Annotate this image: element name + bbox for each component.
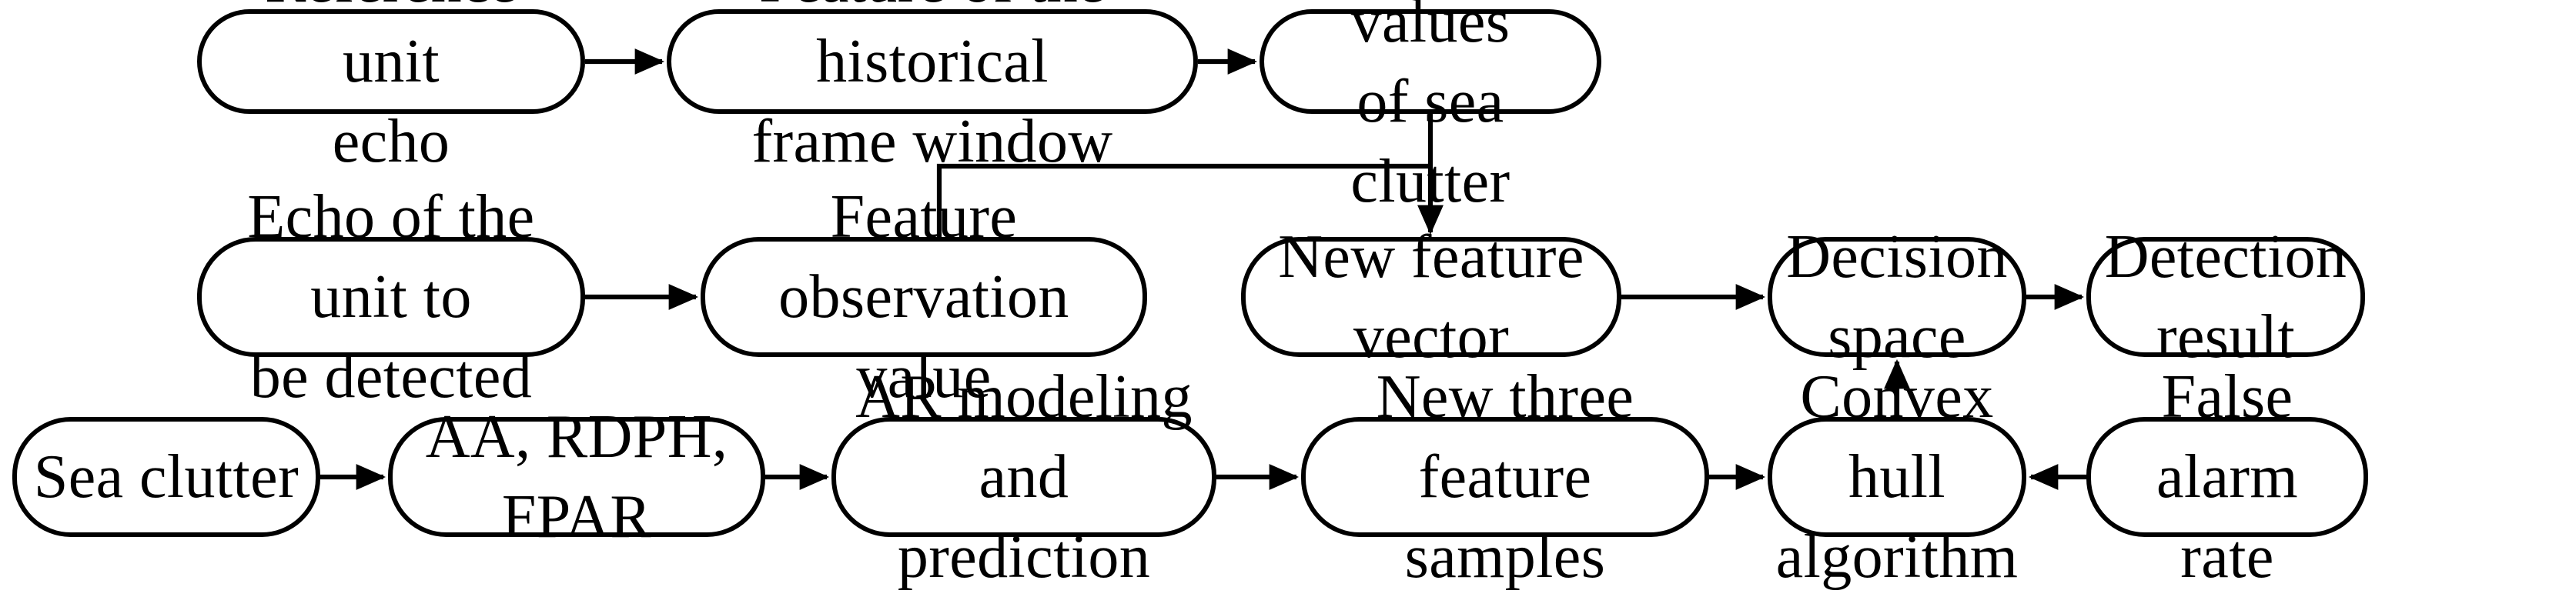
- node-feature-observation-value[interactable]: Feature observation value: [701, 182, 1147, 411]
- node-false-alarm-rate[interactable]: False alarm rate: [2086, 362, 2368, 591]
- node-label: Sea clutter: [33, 442, 299, 511]
- node-label: False alarm rate: [2156, 362, 2299, 591]
- node-convex-hull-algorithm[interactable]: Convex hull algorithm: [1768, 362, 2026, 591]
- node-aa-rdph-fpar[interactable]: AA, RDPH, FPAR: [388, 402, 765, 551]
- node-feature-historical-window[interactable]: Feature of the historical frame window: [667, 0, 1198, 175]
- node-sea-clutter[interactable]: Sea clutter: [12, 417, 320, 537]
- node-label: AA, RDPH, FPAR: [425, 402, 728, 551]
- node-decision-space[interactable]: Decision space: [1768, 222, 2026, 371]
- node-echo-unit-to-be-detected[interactable]: Echo of the unit to be detected: [197, 182, 585, 411]
- node-ar-modeling-prediction[interactable]: AR modeling and prediction: [831, 362, 1216, 591]
- node-new-three-feature-samples[interactable]: New three feature samples: [1301, 362, 1709, 591]
- node-reference-unit-echo[interactable]: Reference unit echo: [197, 0, 585, 175]
- node-label: New three feature samples: [1376, 362, 1634, 591]
- node-feature-values-sea-clutter[interactable]: Feature values of sea clutter: [1260, 0, 1601, 215]
- node-label: Feature values of sea clutter: [1350, 0, 1510, 215]
- node-label: Feature observation value: [778, 182, 1069, 411]
- node-label: Convex hull algorithm: [1775, 362, 2019, 591]
- node-detection-result[interactable]: Detection result: [2086, 222, 2365, 371]
- node-label: New feature vector: [1278, 222, 1584, 371]
- node-label: Decision space: [1786, 222, 2008, 371]
- flowchart-canvas: Reference unit echo Feature of the histo…: [12, 0, 2368, 591]
- node-label: Detection result: [2104, 222, 2347, 371]
- node-label: AR modeling and prediction: [855, 362, 1193, 591]
- node-label: Feature of the historical frame window: [751, 0, 1113, 175]
- node-label: Reference unit echo: [265, 0, 517, 175]
- node-new-feature-vector[interactable]: New feature vector: [1241, 222, 1621, 371]
- node-label: Echo of the unit to be detected: [247, 182, 535, 411]
